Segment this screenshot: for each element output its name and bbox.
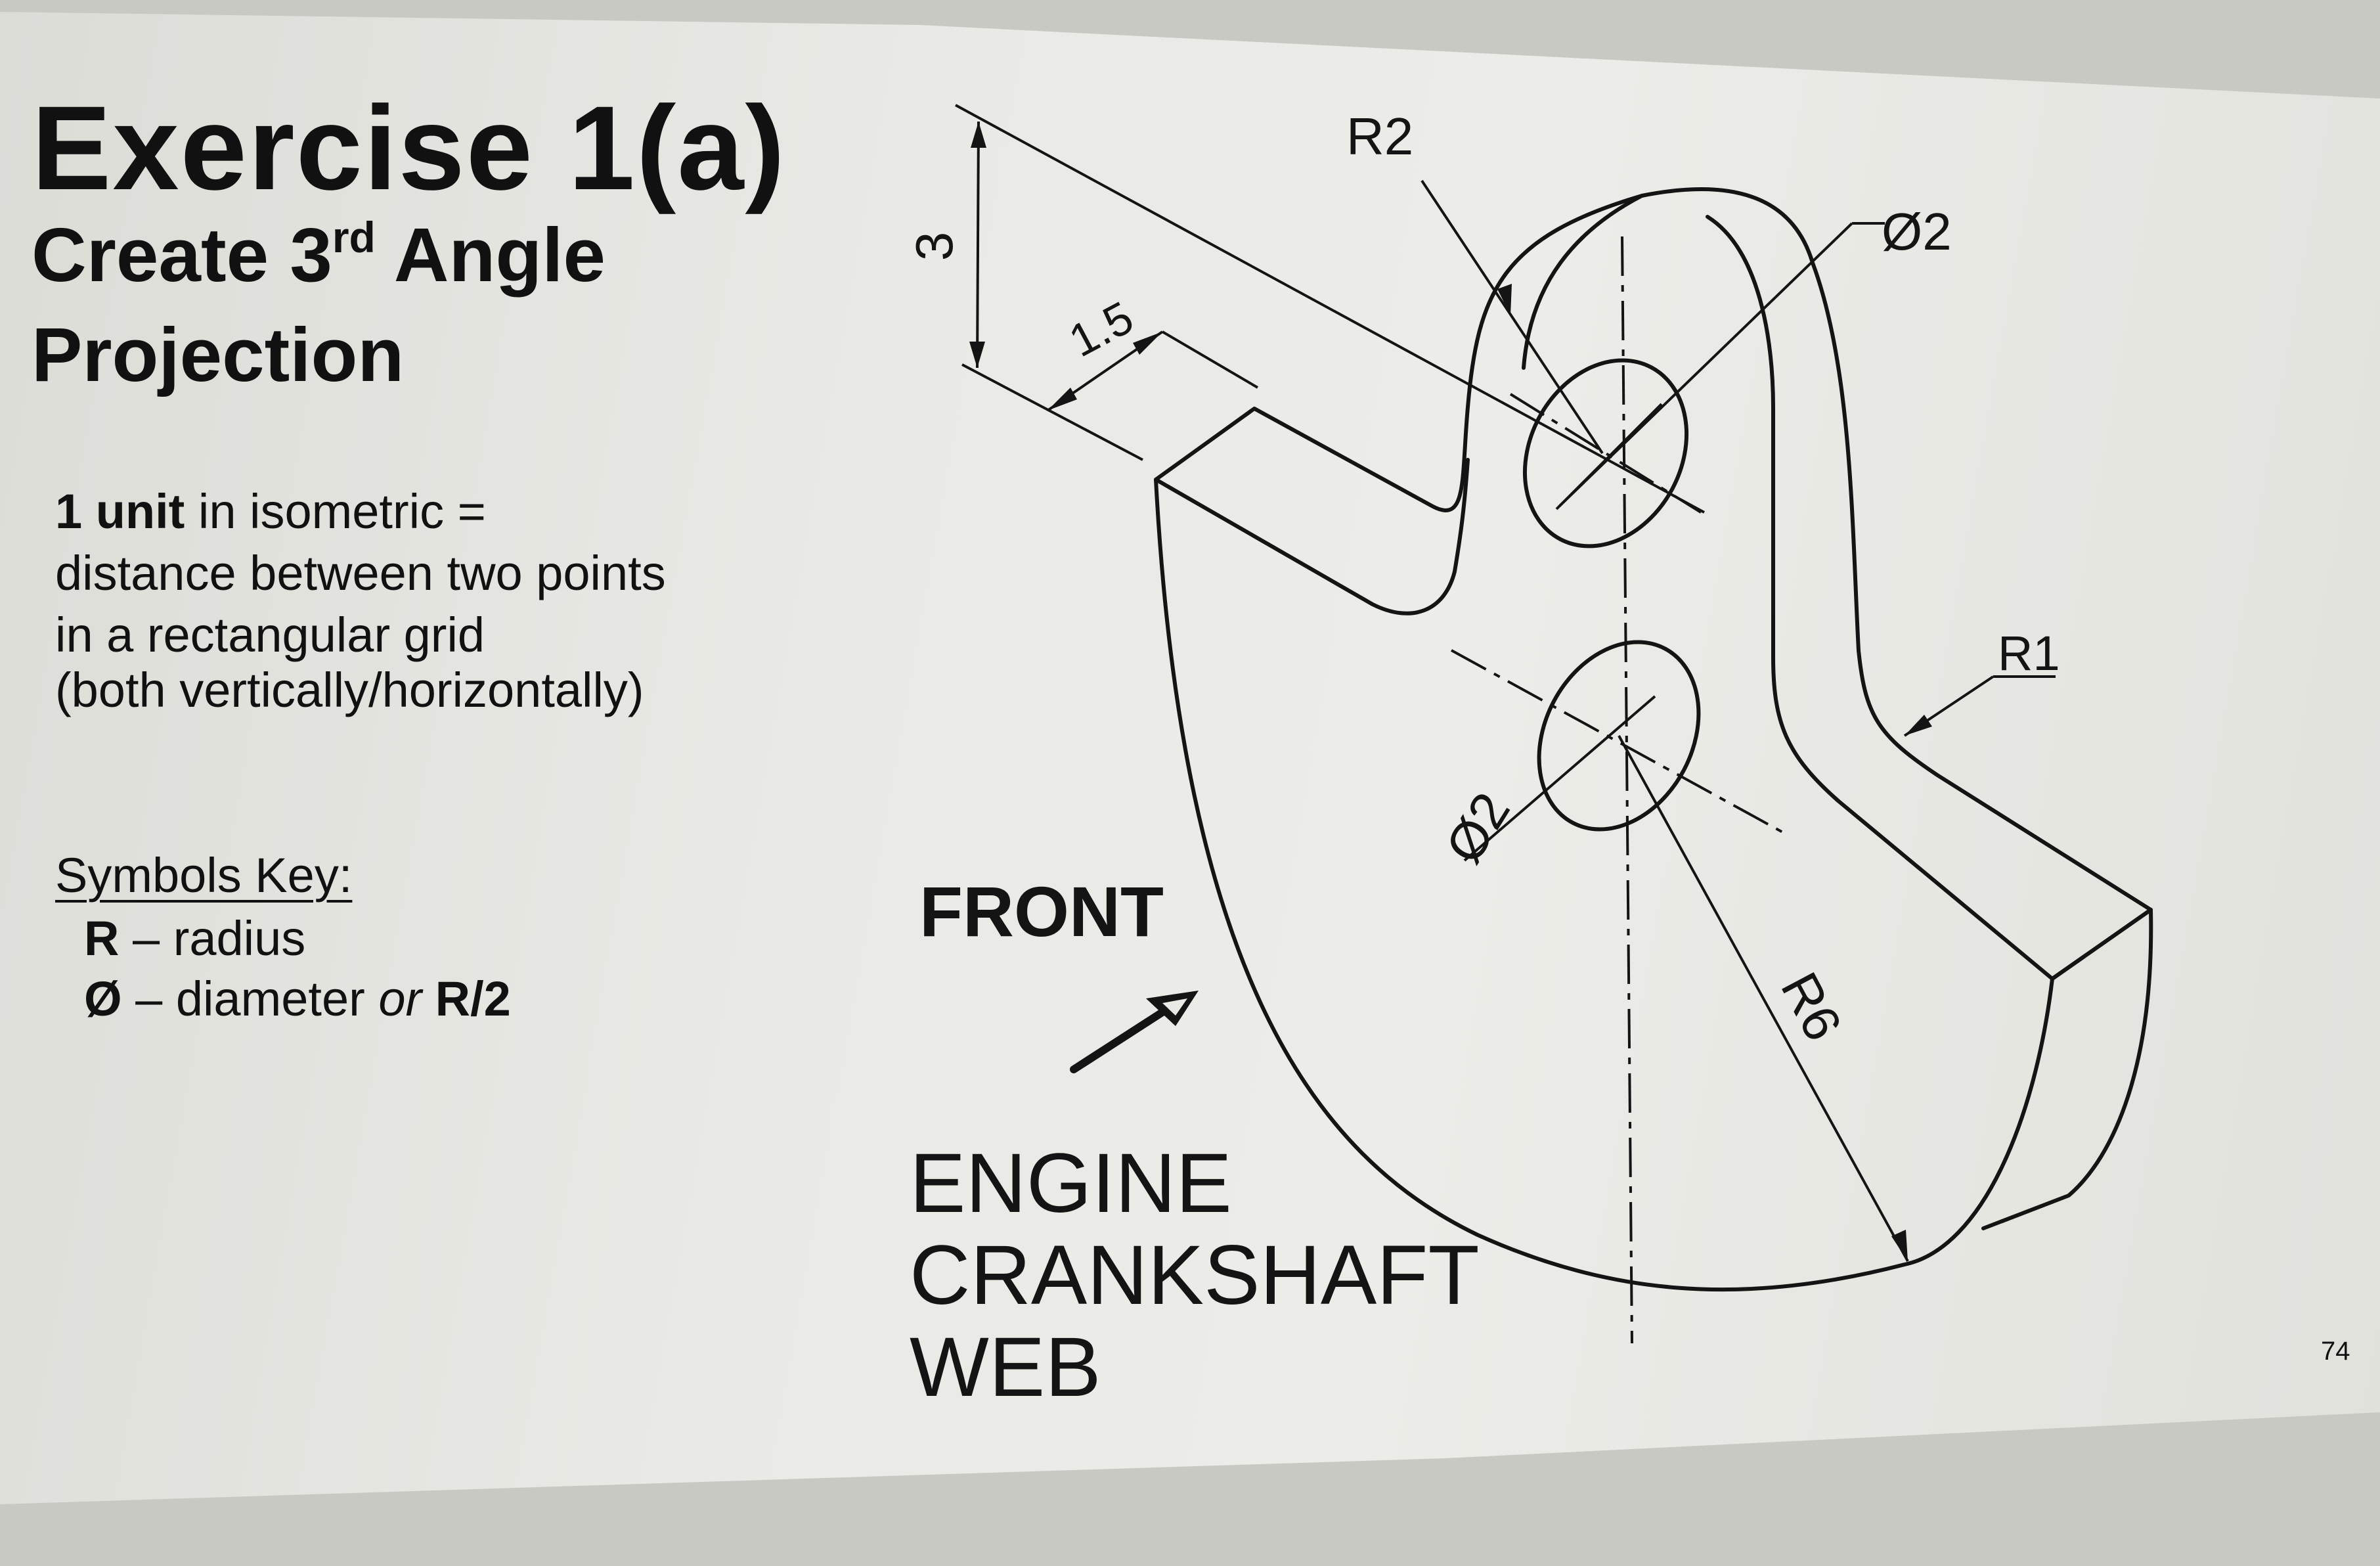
diameter-alt: R/2 <box>422 972 511 1026</box>
subtitle-superscript: rd <box>332 213 376 261</box>
page-number: 74 <box>2321 1337 2350 1366</box>
part-outline <box>1154 187 2153 1292</box>
symbols-key-diameter: Ø – diameter or R/2 <box>84 971 511 1027</box>
arrowhead-dim-1-5-left <box>1047 388 1077 411</box>
symbols-key-title: Symbols Key: <box>55 848 353 903</box>
upper-hole <box>1522 358 1689 548</box>
exercise-title: Exercise 1(a) <box>32 81 787 215</box>
dim-phi2-lower-label: Ø2 <box>1434 782 1521 873</box>
dim-phi2-top-label: Ø2 <box>1882 202 1952 261</box>
lower-hole <box>1537 640 1701 832</box>
caption-web: WEB <box>910 1320 1101 1414</box>
dim-r6-label: R6 <box>1770 963 1853 1050</box>
unit-note-line-1: 1 unit in isometric = <box>55 481 486 543</box>
arrowhead-r1 <box>1905 715 1932 736</box>
dim-r6-leader <box>1618 735 1909 1262</box>
arrowhead-dim-3-top <box>971 122 986 148</box>
front-corner-edge <box>2050 908 2153 981</box>
unit-note-bold: 1 unit <box>55 484 185 539</box>
subtitle-text-start: Create 3 <box>32 212 332 298</box>
dim-r2-leader <box>1421 179 1604 455</box>
arrowhead-dim-1-5-right <box>1133 332 1162 355</box>
unit-note-rest: in isometric = <box>185 484 486 539</box>
dim-3-ext-top <box>955 104 1705 514</box>
tab-inner-edge <box>1154 458 1470 615</box>
back-face-edge <box>1522 194 1644 370</box>
upper-hole-centre-line <box>1509 393 1702 514</box>
dim-3-label: 3 <box>905 232 963 261</box>
symbols-key-radius: R – radius <box>84 910 305 966</box>
diameter-or: or <box>378 972 422 1026</box>
arrowhead-r2 <box>1497 284 1512 315</box>
front-arrow-icon <box>1070 991 1199 1073</box>
subtitle-line-2: Projection <box>32 312 405 397</box>
arrowhead-dim-3-bottom <box>969 342 985 368</box>
radius-definition: – radius <box>119 911 306 966</box>
dim-r2-label: R2 <box>1346 107 1413 166</box>
caption-engine: ENGINE <box>910 1136 1232 1230</box>
front-label: FRONT <box>919 872 1164 951</box>
dim-r1-label: R1 <box>1998 626 2060 681</box>
upper-hole-diameter-line <box>1555 403 1663 510</box>
diameter-symbol: Ø <box>84 972 122 1026</box>
subtitle-line-1: Create 3rd Angle <box>32 209 606 301</box>
radius-symbol: R <box>84 911 120 966</box>
dim-3-line <box>976 121 980 369</box>
subtitle-text-end: Angle <box>375 212 606 298</box>
dim-3-ext-bottom <box>961 363 1143 461</box>
caption-crankshaft: CRANKSHAFT <box>910 1228 1480 1322</box>
dim-1-5-ext <box>1161 330 1259 389</box>
dim-phi2-lower-leader <box>1463 695 1656 862</box>
unit-note-line-2: distance between two points <box>55 546 666 600</box>
unit-note-line-4: (both vertically/horizontally) <box>55 663 644 717</box>
arrowhead-r6 <box>1891 1230 1908 1261</box>
unit-note-line-3: in a rectangular grid <box>55 608 485 662</box>
back-right-edge <box>1981 908 2153 1230</box>
vertical-centre-line <box>1621 236 1633 1344</box>
back-arc-edge <box>1706 215 2054 981</box>
diameter-definition: – diameter <box>121 972 379 1026</box>
